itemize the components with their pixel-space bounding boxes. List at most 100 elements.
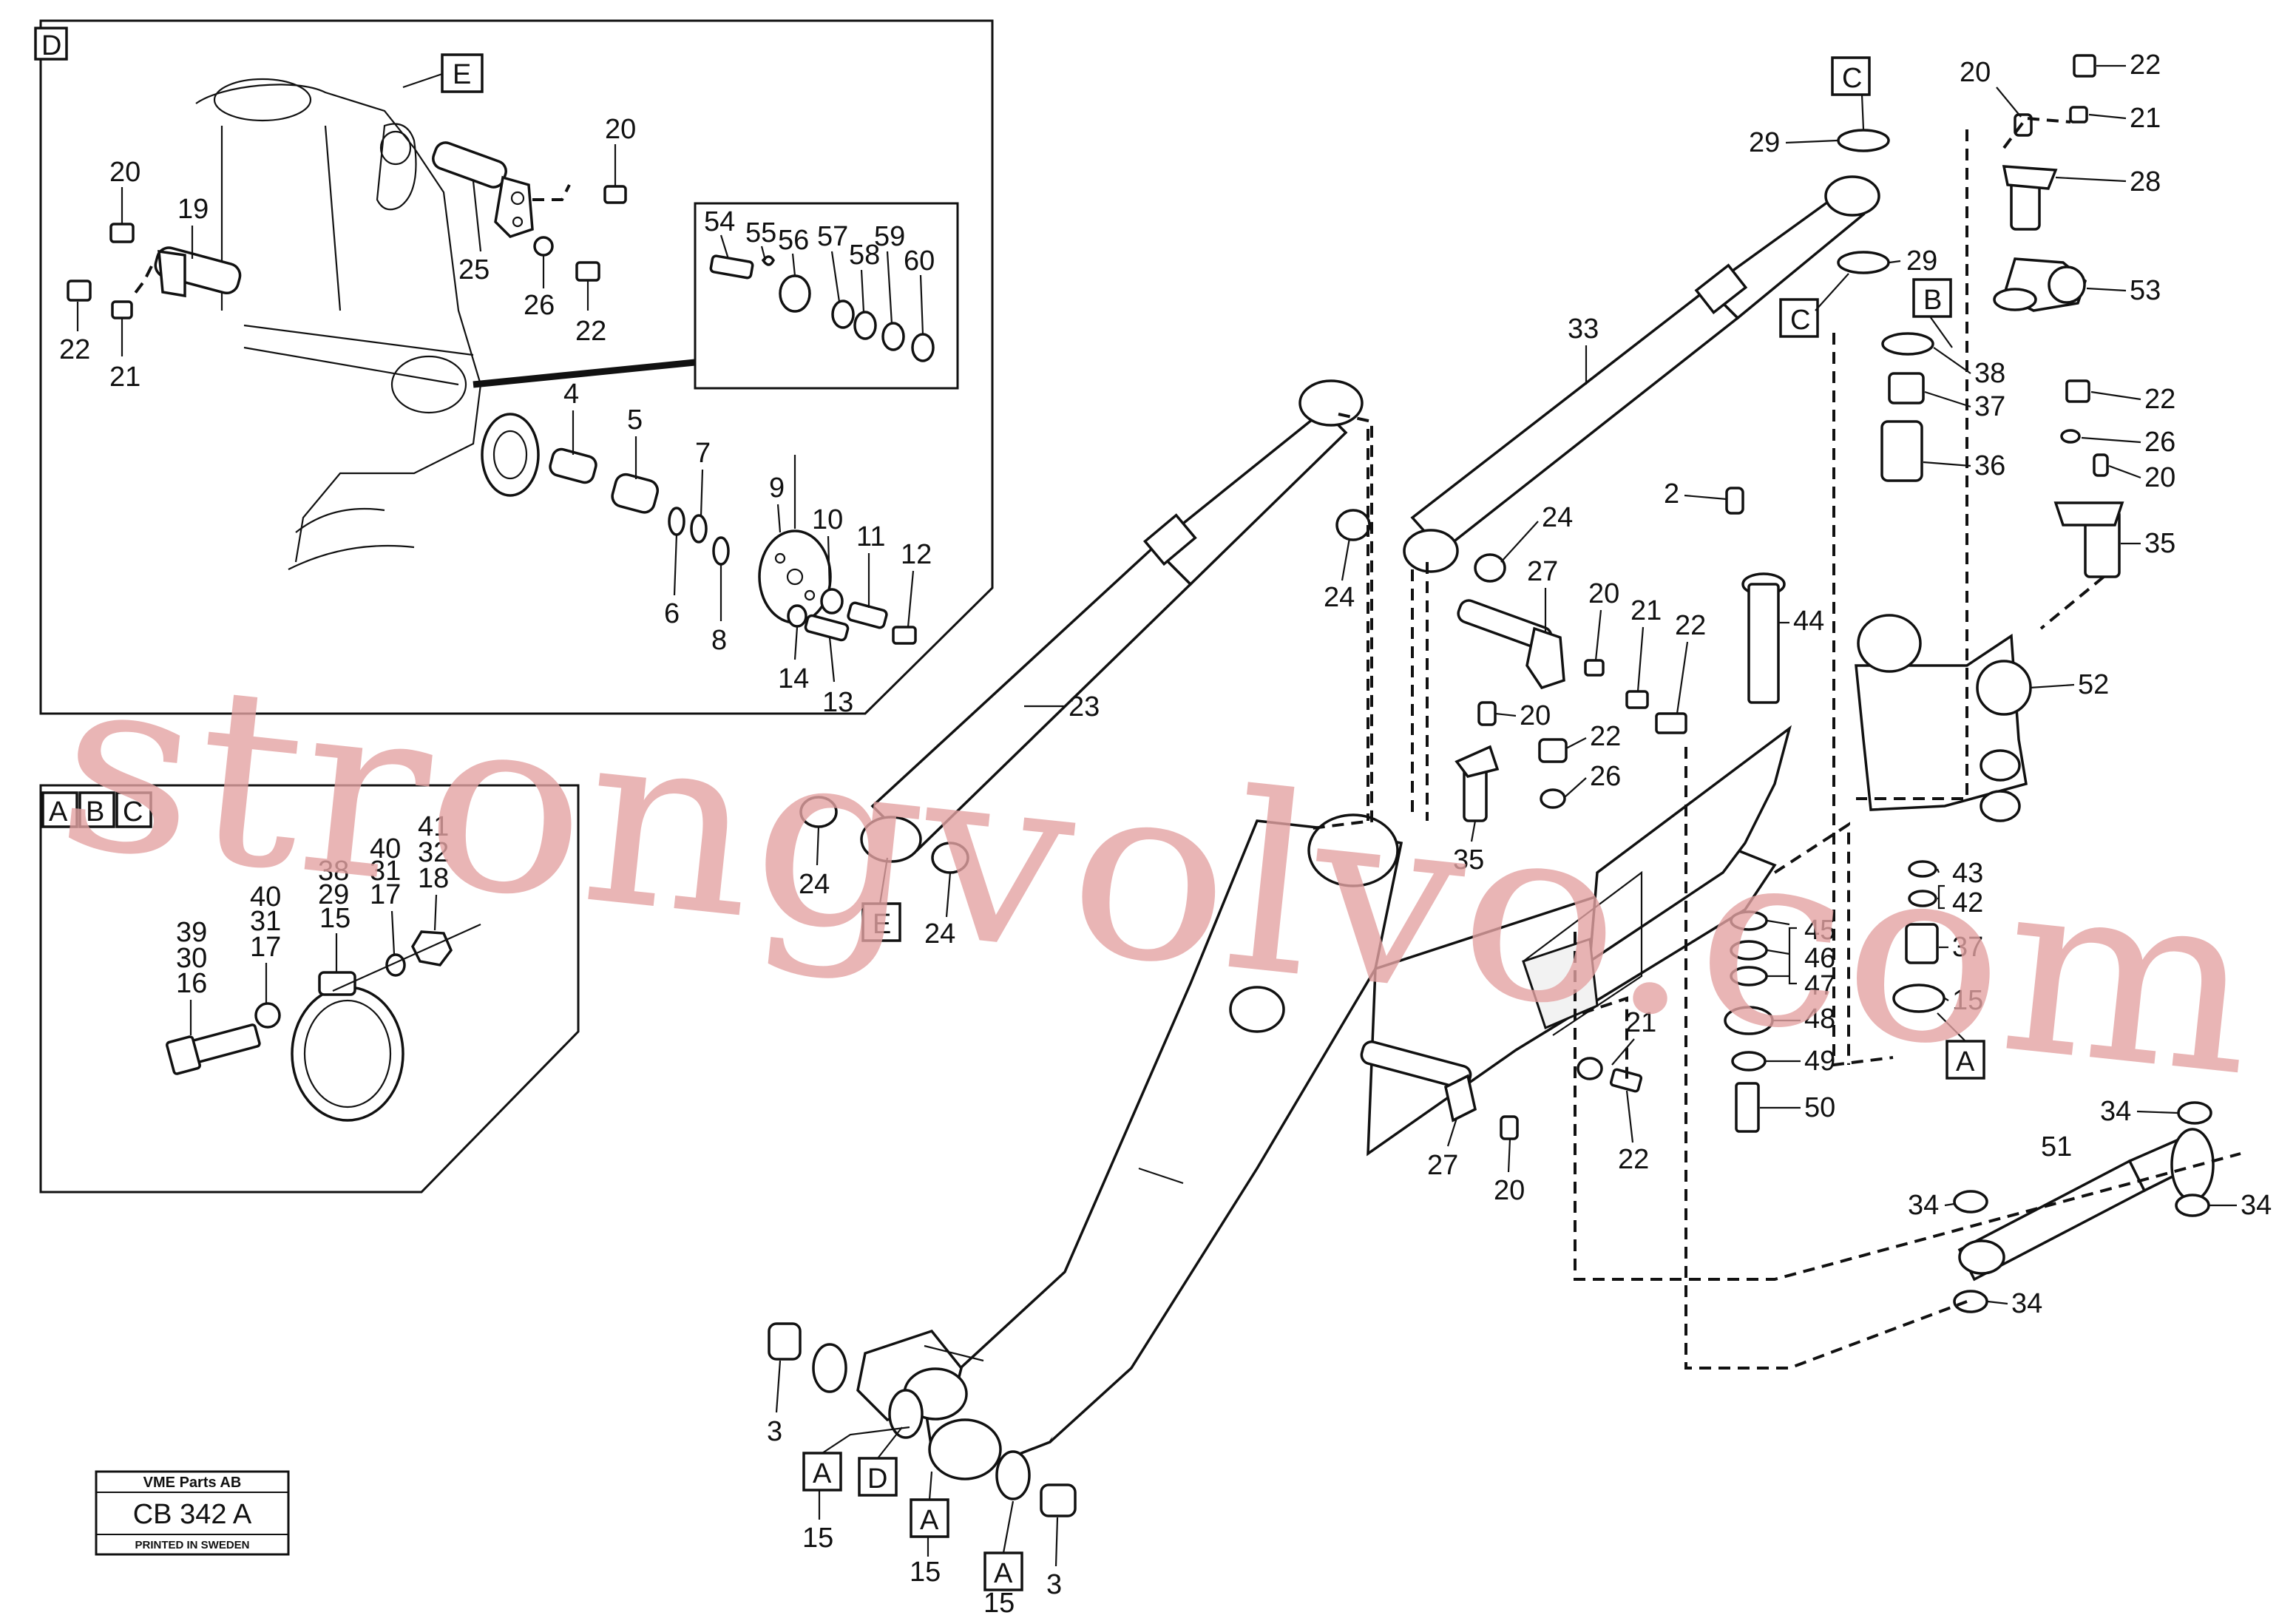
pin-44 (1741, 572, 1786, 704)
callout-24: 24 (1542, 502, 1573, 533)
washer-10 (820, 588, 844, 615)
callout-24: 24 (799, 869, 830, 900)
pin-35-upper (2053, 501, 2124, 578)
callout-15: 15 (983, 1588, 1015, 1618)
callout-21: 21 (109, 362, 140, 393)
callout-15: 15 (910, 1557, 941, 1588)
callout-20: 20 (1520, 700, 1551, 731)
detail-c-label-panel: C (123, 796, 143, 827)
stamp-code: CB 342 A (133, 1499, 252, 1530)
callout-24: 24 (924, 918, 955, 950)
callout-47: 47 (1804, 970, 1835, 1001)
bushing-3-right (1040, 1483, 1077, 1517)
tag-d: D (867, 1463, 887, 1495)
callout-34: 34 (2241, 1190, 2272, 1221)
detail-d-tag (34, 27, 68, 61)
callout-26: 26 (2144, 427, 2175, 458)
inset-54-60 (694, 202, 959, 390)
callout-16: 16 (176, 968, 207, 999)
callout-33: 33 (1568, 314, 1599, 345)
callout-43: 43 (1952, 858, 1983, 889)
callout-34: 34 (2100, 1096, 2131, 1127)
callout-10: 10 (812, 504, 843, 535)
callout-5: 5 (627, 404, 643, 436)
callout-22: 22 (59, 334, 90, 365)
tag-a-1: A (813, 1458, 832, 1489)
ring-15-d (888, 1389, 924, 1439)
callout-34: 34 (2011, 1288, 2042, 1319)
callout-4: 4 (563, 379, 579, 410)
callout-20: 20 (109, 157, 140, 188)
callout-21: 21 (1625, 1007, 1656, 1038)
callout-45: 45 (1804, 915, 1835, 946)
callout-17: 17 (250, 932, 281, 963)
callout-18: 18 (418, 863, 449, 894)
callout-21: 21 (1630, 595, 1662, 626)
callout-41: 41 (418, 811, 449, 842)
shim-8 (712, 536, 730, 566)
nipple-12 (892, 626, 917, 645)
bushing-3-left (768, 1322, 802, 1361)
detail-b-label-panel: B (86, 796, 104, 827)
bushing-24c (1335, 509, 1371, 541)
callout-56: 56 (778, 225, 809, 256)
tag-a-right: A (1956, 1046, 1975, 1077)
callout-32: 32 (418, 837, 449, 868)
washer-26 (533, 236, 554, 257)
callout-50: 50 (1804, 1092, 1835, 1123)
stamp-company: VME Parts AB (143, 1475, 242, 1491)
callout-13: 13 (822, 687, 853, 718)
callout-29: 29 (318, 879, 349, 910)
callout-31: 31 (370, 856, 401, 887)
callout-38: 38 (318, 856, 349, 887)
callout-11: 11 (856, 521, 885, 552)
tag-a-2: A (920, 1505, 939, 1536)
callout-15: 15 (802, 1523, 833, 1554)
callout-28: 28 (2130, 166, 2161, 197)
pin-19 (154, 246, 242, 298)
callout-55: 55 (745, 217, 776, 248)
callout-22: 22 (1590, 721, 1621, 752)
callout-2: 2 (1664, 478, 1679, 510)
shim-6 (668, 507, 685, 536)
callout-51: 51 (2041, 1131, 2072, 1162)
callout-59: 59 (874, 221, 905, 252)
main-assembly (768, 54, 2241, 1517)
callout-37: 37 (1952, 932, 1983, 963)
reference-tags: C C B A E A D A A (802, 56, 1985, 1591)
lift-cylinder-23 (860, 379, 1364, 863)
callout-52: 52 (2078, 669, 2109, 700)
ring-15-a (812, 1343, 847, 1393)
callout-6: 6 (664, 598, 680, 629)
detail-abc-panel: A B C (39, 784, 580, 1194)
callout-24: 24 (1324, 582, 1355, 613)
callout-44: 44 (1793, 606, 1824, 637)
callout-20: 20 (1494, 1175, 1525, 1206)
callout-26: 26 (1590, 761, 1621, 792)
vme-stamp: VME Parts AB CB 342 A PRINTED IN SWEDEN (95, 1470, 290, 1556)
callout-3: 3 (767, 1416, 782, 1447)
callout-31: 31 (250, 906, 281, 937)
pin-2 (1725, 487, 1744, 515)
ring-15-c (995, 1450, 1031, 1500)
callout-40: 40 (250, 881, 281, 913)
callout-53: 53 (2130, 275, 2161, 306)
callout-22: 22 (2144, 384, 2175, 415)
seal-29-lower (1837, 251, 1890, 274)
shim-7 (690, 514, 708, 544)
callout-numbers: 20 20 19 22 21 25 26 22 4 5 7 9 6 8 10 1… (59, 50, 2272, 1618)
callout-42: 42 (1952, 887, 1983, 918)
nut-18 (411, 930, 453, 967)
callout-17: 17 (370, 879, 401, 910)
callout-19: 19 (177, 194, 209, 225)
detail-d-label: D (41, 30, 61, 61)
tag-c-mid: C (1790, 305, 1810, 336)
callout-22: 22 (575, 316, 606, 347)
callout-20: 20 (605, 114, 636, 145)
callout-29: 29 (1749, 127, 1780, 158)
cylinder-51 (1957, 1128, 2215, 1282)
callout-35: 35 (2144, 528, 2175, 559)
grease-nipple-20-upper (603, 185, 627, 204)
callout-36: 36 (1974, 450, 2005, 481)
